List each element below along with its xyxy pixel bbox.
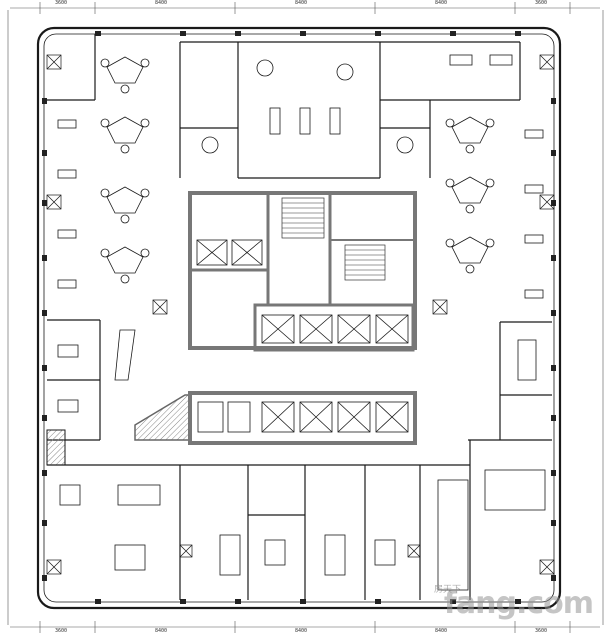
- meeting-furniture: [57, 54, 546, 591]
- elevators-core: [196, 239, 409, 344]
- stair-block-left: [46, 429, 66, 466]
- dim-top-4: 8400: [435, 0, 448, 6]
- central-core: [188, 191, 417, 352]
- elevators-lower: [134, 391, 417, 445]
- partitions: [47, 34, 552, 600]
- dimension-lines: [7, 2, 604, 633]
- dim-top-5: 3600: [535, 0, 548, 6]
- dim-bottom-4: 8400: [435, 628, 448, 634]
- watermark-brand: fang.com: [443, 586, 594, 621]
- dim-top-3: 8400: [295, 0, 308, 6]
- dim-bottom-3: 8400: [295, 628, 308, 634]
- columns: [42, 31, 556, 604]
- dim-bottom-2: 8400: [155, 628, 168, 634]
- dim-bottom-1: 3600: [55, 628, 68, 634]
- dim-top-1: 3600: [55, 0, 68, 6]
- dim-bottom-5: 3600: [535, 628, 548, 634]
- workstation-clusters: [57, 56, 544, 299]
- dim-top-2: 8400: [155, 0, 168, 6]
- equipment-boxes: [46, 54, 555, 575]
- building-shell: [36, 26, 562, 610]
- watermark-cn: 房天下: [433, 585, 461, 595]
